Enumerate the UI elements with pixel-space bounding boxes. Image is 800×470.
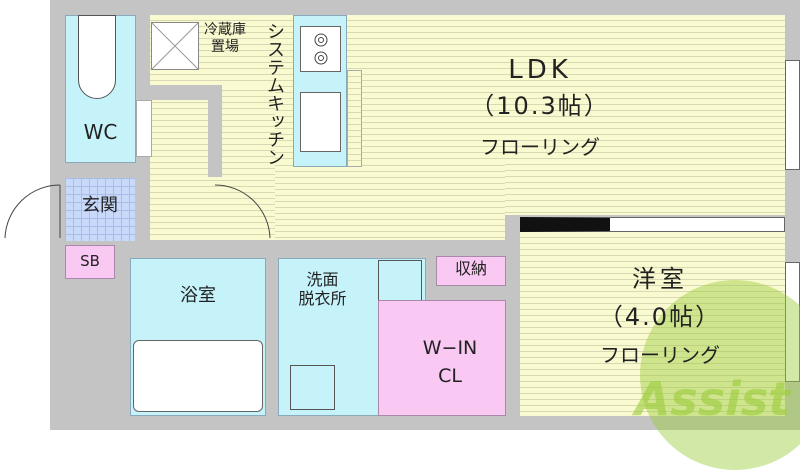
washroom-label: 洗面 脱衣所	[298, 270, 347, 309]
western-name: 洋室	[632, 265, 688, 293]
storage-label: 収納	[454, 259, 487, 278]
walkin-label-2: CL	[438, 365, 462, 387]
entrance-label: 玄関	[82, 195, 118, 216]
hall-wall-2	[208, 85, 222, 177]
western-room	[520, 232, 785, 416]
kitchen-label: システムキッチン	[264, 22, 285, 166]
walk-in-closet	[378, 300, 506, 416]
closet-door[interactable]	[520, 217, 785, 232]
shoebox	[65, 245, 115, 279]
ldk-flooring: フローリング	[480, 135, 600, 159]
fridge-label: 冷蔵庫 置場	[204, 22, 246, 55]
wc-door[interactable]	[136, 100, 152, 157]
shoebox-label: SB	[80, 252, 100, 270]
window-right-top[interactable]	[785, 60, 800, 170]
ldk-lower-floor	[275, 160, 505, 240]
toilet-icon	[78, 15, 116, 99]
entrance-wall	[50, 170, 65, 245]
bath-label: 浴室	[180, 285, 216, 306]
ldk-door-swing[interactable]	[210, 180, 275, 240]
stove	[300, 26, 341, 72]
ldk-name: LDK	[508, 55, 572, 85]
counter-edge	[347, 70, 362, 167]
fridge-cross-icon	[151, 22, 199, 70]
ldk-size: （10.3帖）	[470, 92, 610, 120]
wc-label: WC	[83, 120, 118, 144]
walkin-label-1: W−IN	[422, 337, 478, 359]
western-size: （4.0帖）	[598, 303, 722, 331]
entrance-floor	[65, 178, 135, 241]
hall-wall	[150, 85, 222, 100]
western-flooring: フローリング	[600, 343, 720, 367]
bathtub	[133, 340, 263, 412]
storage	[436, 256, 506, 286]
sink	[300, 92, 341, 152]
fridge-space	[151, 22, 199, 70]
watermark-text: Assist	[634, 372, 791, 426]
entrance-door-swing[interactable]	[0, 180, 65, 240]
washing-machine-space	[290, 365, 335, 410]
burner-icon	[314, 33, 328, 65]
